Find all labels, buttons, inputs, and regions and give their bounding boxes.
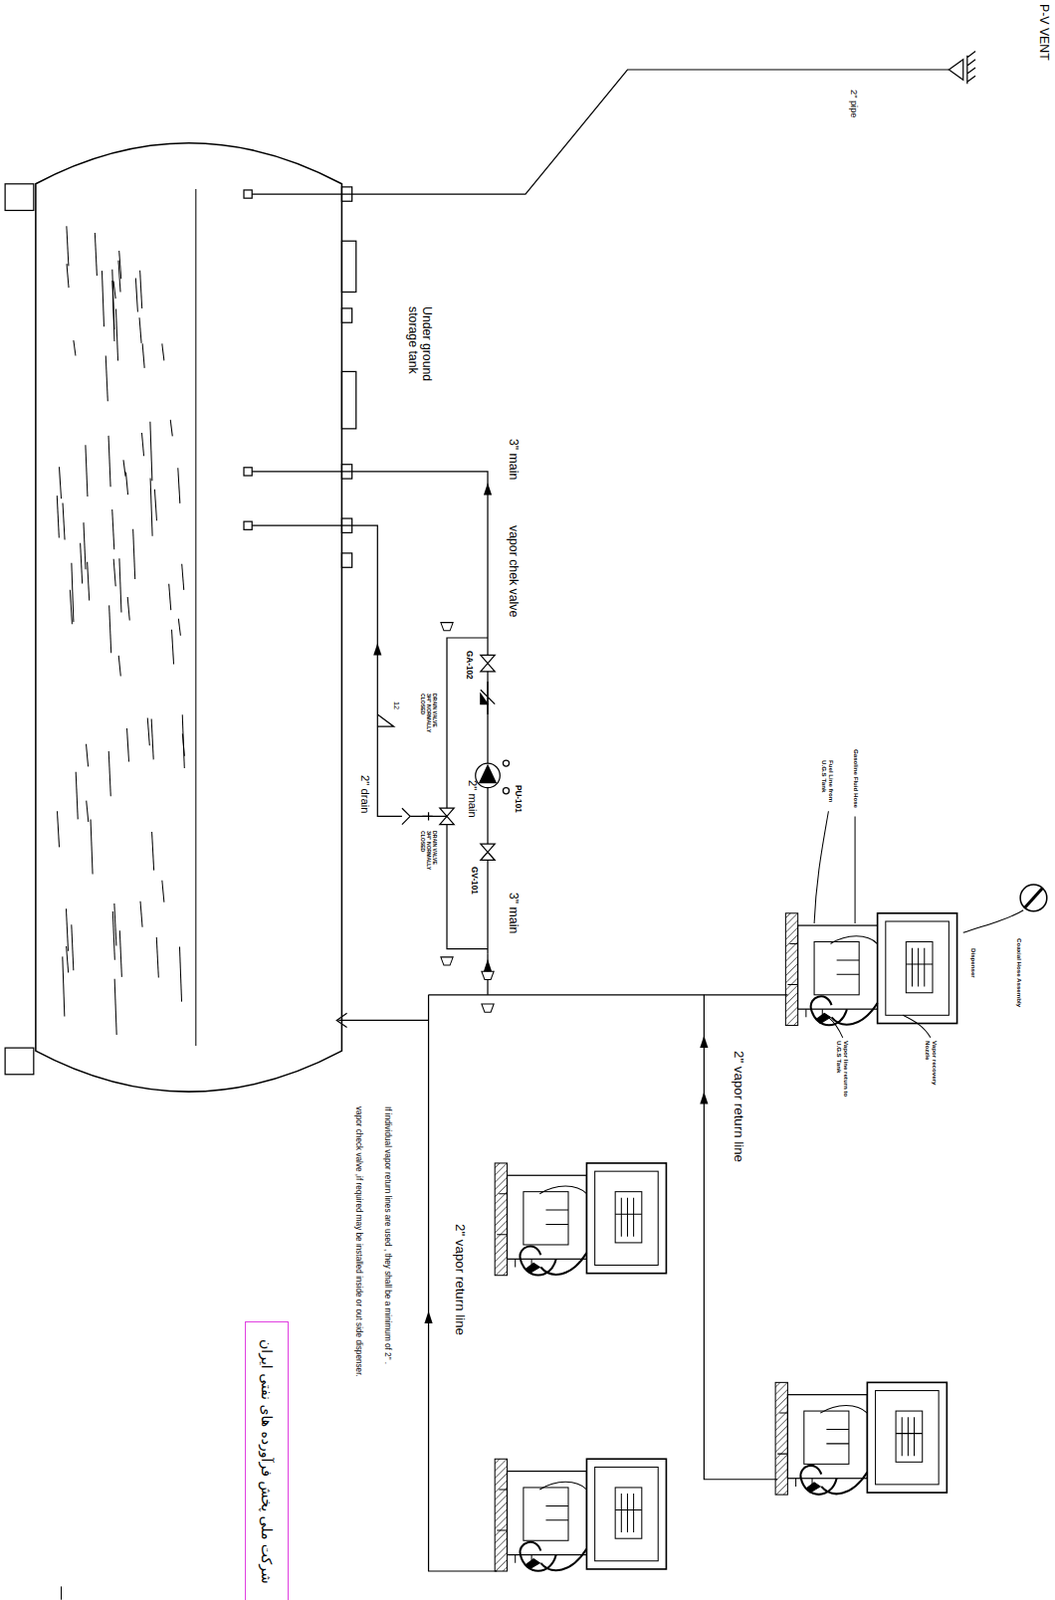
pipe-size: 2" vapor return line <box>731 1051 747 1163</box>
liquid-dash <box>162 880 165 903</box>
liquid-dash <box>62 956 65 1017</box>
liquid-dash <box>162 343 165 361</box>
company-name: شرکت ملی پخش فرآورده های نفتی ایران <box>257 1339 274 1585</box>
liquid-dash <box>85 444 88 497</box>
tag-number: PU-101 <box>512 785 522 814</box>
liquid-dash <box>101 270 104 327</box>
liquid-dash <box>151 718 154 760</box>
liquid-dash <box>113 559 116 588</box>
liquid-dash <box>66 263 69 288</box>
liquid-dash <box>123 459 126 476</box>
part-name: Dispenser <box>970 948 978 979</box>
liquid-dash <box>58 466 61 499</box>
tank-label: Under ground storage tank <box>405 306 433 399</box>
valve-note: DRAIN VALVE 3/4" NORMALLY CLOSED <box>419 831 437 874</box>
liquid-dash <box>83 522 86 570</box>
liquid-dash <box>178 467 181 504</box>
liquid-dash <box>141 432 144 456</box>
tank-outline <box>0 112 439 1123</box>
liquid-dash <box>126 728 129 762</box>
part-name: Gasoline Fluid Hose <box>852 749 860 809</box>
liquid-dash <box>105 355 108 402</box>
liquid-dash <box>62 503 65 541</box>
liquid-dash <box>171 630 174 665</box>
liquid-dash <box>114 903 117 946</box>
liquid-dash <box>178 619 181 636</box>
part-name: Vapor line return to U.G.S Tank <box>836 1041 850 1100</box>
general-note: If individual vapor return lines are use… <box>382 1106 392 1365</box>
vent-label: P-V VENT <box>1037 3 1052 61</box>
pipe-size: 2" pipe <box>848 89 860 118</box>
general-note: vapor check valve ,if required may be in… <box>354 1106 364 1378</box>
tag-number: GV-101 <box>468 866 478 895</box>
liquid-dash <box>86 744 89 768</box>
liquid-dash <box>90 819 93 874</box>
liquid-dash <box>75 772 78 821</box>
liquid-level <box>195 189 197 1047</box>
liquid-dash <box>66 225 69 266</box>
liquid-dash <box>56 495 59 538</box>
liquid-dash <box>150 478 153 537</box>
liquid-dash <box>182 564 185 591</box>
liquid-dash <box>127 597 130 622</box>
liquid-dash <box>152 832 155 871</box>
liquid-dash <box>66 946 69 973</box>
liquid-dash <box>169 584 172 611</box>
liquid-dash <box>182 733 185 756</box>
liquid-dash <box>86 801 89 823</box>
liquid-dash <box>140 270 143 309</box>
liquid-dash <box>133 529 136 580</box>
pipe-size: 3" main <box>506 892 521 934</box>
liquid-dash <box>140 901 143 928</box>
liquid-dash <box>113 281 116 300</box>
pipe-size: 2" vapor return line <box>451 1224 467 1336</box>
liquid-dash <box>114 979 117 1036</box>
liquid-dash <box>156 937 159 979</box>
tank-shell <box>35 143 343 1092</box>
liquid-dash <box>69 590 72 626</box>
liquid-dash <box>150 422 153 481</box>
liquid-dash <box>119 558 122 613</box>
liquid-dash <box>108 751 111 797</box>
storage-tank: Under ground storage tank <box>0 112 439 1123</box>
liquid-dash <box>109 605 112 653</box>
liquid-dash <box>147 718 150 747</box>
liquid-dash <box>73 340 76 356</box>
liquid-dash <box>108 435 111 487</box>
callout-number: 12 <box>392 701 401 710</box>
liquid-dash <box>118 260 121 293</box>
company-title-box: شرکت ملی پخش فرآورده های نفتی ایران <box>244 1321 289 1600</box>
part-name: Coaxial Hose Assembly <box>1016 938 1024 1008</box>
liquid-dash <box>125 472 128 495</box>
pipe-size: 2" main <box>465 780 479 819</box>
valve-note: DRAIN VALVE 3/4" NORMALLY CLOSED <box>419 693 437 737</box>
liquid-dash <box>94 232 97 276</box>
liquid-dash <box>56 811 59 847</box>
valve-note: vapor chek valve <box>506 525 521 618</box>
liquid-dash <box>142 343 145 369</box>
liquid-dash <box>179 947 182 1003</box>
liquid-dash <box>119 930 122 978</box>
liquid-dash <box>71 924 74 971</box>
liquid-dash <box>170 420 173 437</box>
liquid-dash <box>115 308 118 361</box>
liquid-dash <box>87 562 90 602</box>
liquid-dash <box>135 277 138 312</box>
part-name: Fuel Line from U.G.S Tank <box>820 760 835 814</box>
liquid-dash <box>80 543 83 585</box>
tag-number: GA-102 <box>463 650 473 680</box>
liquid-dash <box>112 509 115 550</box>
liquid-dash <box>154 489 157 522</box>
liquid-dash <box>182 714 185 769</box>
liquid-dash <box>118 655 121 677</box>
pipe-size: 3" main <box>506 438 521 480</box>
liquid-dash <box>139 317 142 344</box>
liquid-dash <box>112 269 115 330</box>
pipe-size: 2" drain <box>358 775 372 814</box>
liquid-dash <box>65 908 68 952</box>
part-name: Vapor recovery Nozzle <box>924 1041 939 1094</box>
liquid-dash <box>112 911 115 961</box>
